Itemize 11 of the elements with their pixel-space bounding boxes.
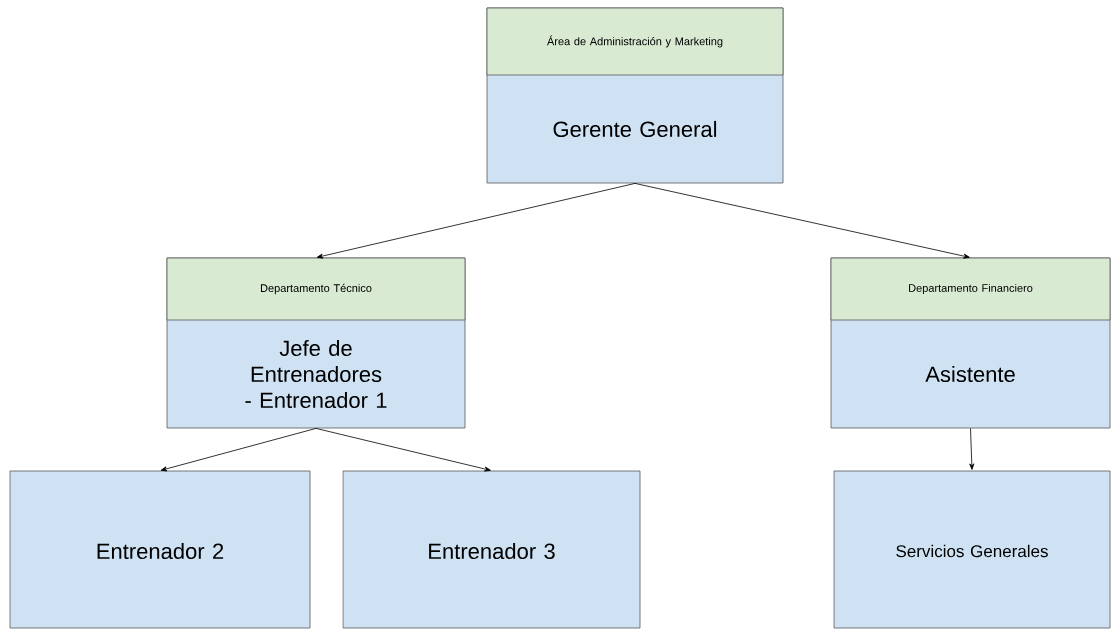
arrow [969, 428, 975, 470]
org-box: Departamento Financiero Asistente [830, 257, 1111, 429]
org-box: Departamento Técnico Jefe de Entrenadores - Entrenador 1 [166, 257, 466, 429]
org-box: Entrenador 3 [342, 470, 641, 629]
org-box: Área de Administración y Marketing Gerente General [486, 7, 784, 184]
arrow [315, 428, 491, 472]
org-box: Servicios Generales [833, 470, 1111, 629]
arrow [634, 183, 970, 259]
arrow [316, 183, 636, 259]
org-box: Entrenador 2 [9, 470, 311, 629]
arrow [160, 428, 317, 472]
